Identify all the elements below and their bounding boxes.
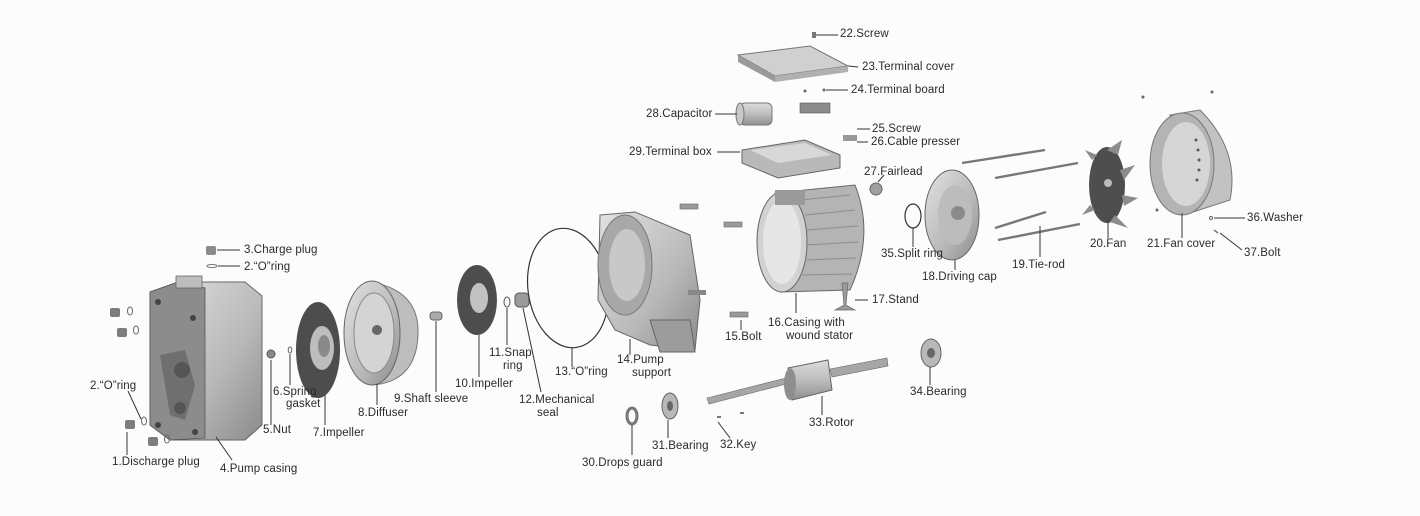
label-tie-rod: 19.Tie-rod <box>1012 259 1065 271</box>
label-fairlead: 27.Fairlead <box>864 166 923 178</box>
screw-22-part <box>812 32 816 38</box>
label-terminal-cover: 23.Terminal cover <box>862 61 955 73</box>
label-snap-ring-1: 11.Snap <box>489 347 532 359</box>
label-terminal-board: 24.Terminal board <box>851 84 945 96</box>
terminal-box-part <box>741 139 841 179</box>
side-plugs-part <box>110 306 170 446</box>
label-snap-ring-2: ring <box>503 360 523 372</box>
spring-gasket-part <box>287 346 293 354</box>
terminal-cover-part <box>736 45 850 82</box>
label-screw-25: 25.Screw <box>872 123 921 135</box>
label-o-ring-side: 2.“O”ring <box>90 380 137 392</box>
diffuser-part <box>343 280 419 386</box>
washer-bolt-part <box>1141 90 1219 234</box>
cable-presser-part <box>843 135 857 141</box>
charge-plug-part <box>206 246 216 255</box>
label-drops-guard: 30.Drops guard <box>582 457 663 469</box>
terminal-board-part <box>799 88 831 114</box>
label-key: 32.Key <box>720 439 757 451</box>
label-charge-plug: 3.Charge plug <box>244 244 318 256</box>
bearing-31-part <box>661 392 679 420</box>
pump-casing-part <box>149 275 263 441</box>
label-cable-presser: 26.Cable presser <box>871 136 961 148</box>
snap-ring-part <box>503 296 511 308</box>
label-washer: 36.Washer <box>1247 212 1304 224</box>
bolts-part <box>679 203 749 318</box>
label-impeller-7: 7.Impeller <box>313 427 365 439</box>
capacitor-part <box>735 102 773 126</box>
label-spring-gasket-1: 6.Spring <box>273 386 317 398</box>
label-bolt-15: 15.Bolt <box>725 331 762 343</box>
tie-rods-part <box>961 148 1081 242</box>
label-driving-cap: 18.Driving cap <box>922 271 997 283</box>
impeller-7-part <box>296 302 340 398</box>
label-fan: 20.Fan <box>1090 238 1127 250</box>
label-shaft-sleeve: 9.Shaft sleeve <box>394 393 469 405</box>
bearing-34-part <box>920 338 942 368</box>
key-part <box>717 412 744 418</box>
casing-wound-stator-part <box>756 184 865 293</box>
label-split-ring: 35.Split ring <box>881 248 944 260</box>
label-casing-stator-1: 16.Casing with <box>768 317 845 329</box>
o-ring-top-part <box>206 264 218 268</box>
fan-part <box>1082 140 1138 228</box>
label-o-ring-top: 2.“O”ring <box>244 261 291 273</box>
pump-support-part <box>597 211 706 353</box>
label-fan-cover: 21.Fan cover <box>1147 238 1216 250</box>
label-bearing-34: 34.Bearing <box>910 386 967 398</box>
impeller-10-part <box>457 265 497 335</box>
label-discharge-plug: 1.Discharge plug <box>112 456 200 468</box>
label-pump-support-2: support <box>632 367 672 379</box>
driving-cap-part <box>924 169 980 261</box>
drops-guard-part <box>625 406 639 426</box>
fairlead-part <box>869 182 883 196</box>
label-casing-stator-2: wound stator <box>786 330 854 342</box>
label-stand: 17.Stand <box>872 294 919 306</box>
label-large-o-ring: 13.“O”ring <box>555 366 608 378</box>
label-mechanical-seal-2: seal <box>537 407 559 419</box>
shaft-sleeve-part <box>429 311 443 321</box>
label-screw-22: 22.Screw <box>840 28 889 40</box>
label-capacitor: 28.Capacitor <box>646 108 713 120</box>
split-ring-part <box>904 203 922 229</box>
leader-lines <box>126 34 1245 461</box>
stand-part <box>833 282 857 311</box>
label-bearing-31: 31.Bearing <box>652 440 709 452</box>
fan-cover-part <box>1149 109 1233 216</box>
label-terminal-box: 29.Terminal box <box>629 146 712 158</box>
label-mechanical-seal-1: 12.Mechanical <box>519 394 595 406</box>
rotor-part <box>706 357 889 405</box>
nut-part <box>266 349 276 359</box>
label-impeller-10: 10.Impeller <box>455 378 513 390</box>
label-pump-casing: 4.Pump casing <box>220 463 298 475</box>
label-diffuser: 8.Diffuser <box>358 407 409 419</box>
label-bolt-37: 37.Bolt <box>1244 247 1281 259</box>
mechanical-seal-part <box>514 292 530 308</box>
label-pump-support-1: 14.Pump <box>617 354 664 366</box>
label-spring-gasket-2: gasket <box>286 398 321 410</box>
label-rotor: 33.Rotor <box>809 417 854 429</box>
label-nut: 5.Nut <box>263 424 291 436</box>
